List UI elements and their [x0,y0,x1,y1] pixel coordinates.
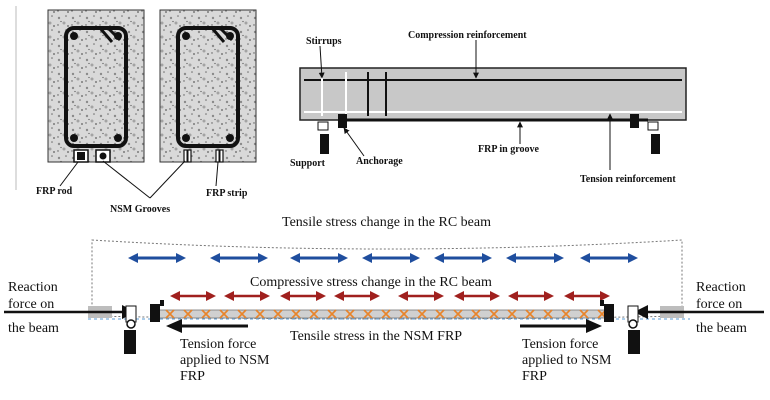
roller-support-icon [317,121,329,154]
label-compression-reinforcement: Compression reinforcement [408,30,527,41]
cross-section-strip [159,9,257,163]
roller-support-icon [627,305,640,354]
beam-elevation: Stirrups Compression reinforcement Suppo… [290,30,687,185]
label-reaction-right: Reaction force on the beam [696,280,749,336]
frp-rod [77,152,85,160]
compressive-arrows [170,291,610,301]
deflected-beam-outline [91,239,683,320]
stress-diagram: Tensile stress change in the RC beam Com… [4,215,764,384]
roller-support-icon [647,121,660,154]
frp-strip [186,150,189,162]
cross-sections: FRP rod NSM Grooves FRP strip [36,9,257,215]
anchor-block-icon [338,114,347,128]
label-tension-reinforcement: Tension reinforcement [580,174,676,185]
tension-arrow-left [166,319,182,333]
label-frp-strip: FRP strip [206,188,248,199]
label-tensile-stress-nsm: Tensile stress in the NSM FRP [290,329,462,344]
stirrup-loop [64,26,128,148]
label-support: Support [290,158,326,169]
label-frp-rod: FRP rod [36,186,73,197]
tensile-arrows [128,253,638,263]
reaction-arrow-right [634,305,648,319]
concrete-texture-icon [47,9,145,163]
stirrups [321,72,387,116]
label-frp-in-groove: FRP in groove [478,144,539,155]
anchor-block-icon [150,304,160,322]
cross-section-rod [47,9,145,163]
label-tensile-stress-change: Tensile stress change in the RC beam [282,215,491,230]
label-nsm-grooves: NSM Grooves [110,204,170,215]
tension-arrow-right [586,319,602,333]
label-stirrups: Stirrups [306,36,342,47]
anchor-block-icon [604,304,614,322]
frp-stress-crosses [165,309,607,319]
roller-support-icon [124,305,137,354]
label-compressive-stress-change: Compressive stress change in the RC beam [250,275,492,290]
anchor-block-icon [630,114,639,128]
label-anchorage: Anchorage [356,156,403,167]
label-reaction-left: Reaction force on the beam [8,280,61,336]
label-tension-left: Tension force applied to NSM FRP [180,337,273,384]
label-tension-right: Tension force applied to NSM FRP [522,337,615,384]
